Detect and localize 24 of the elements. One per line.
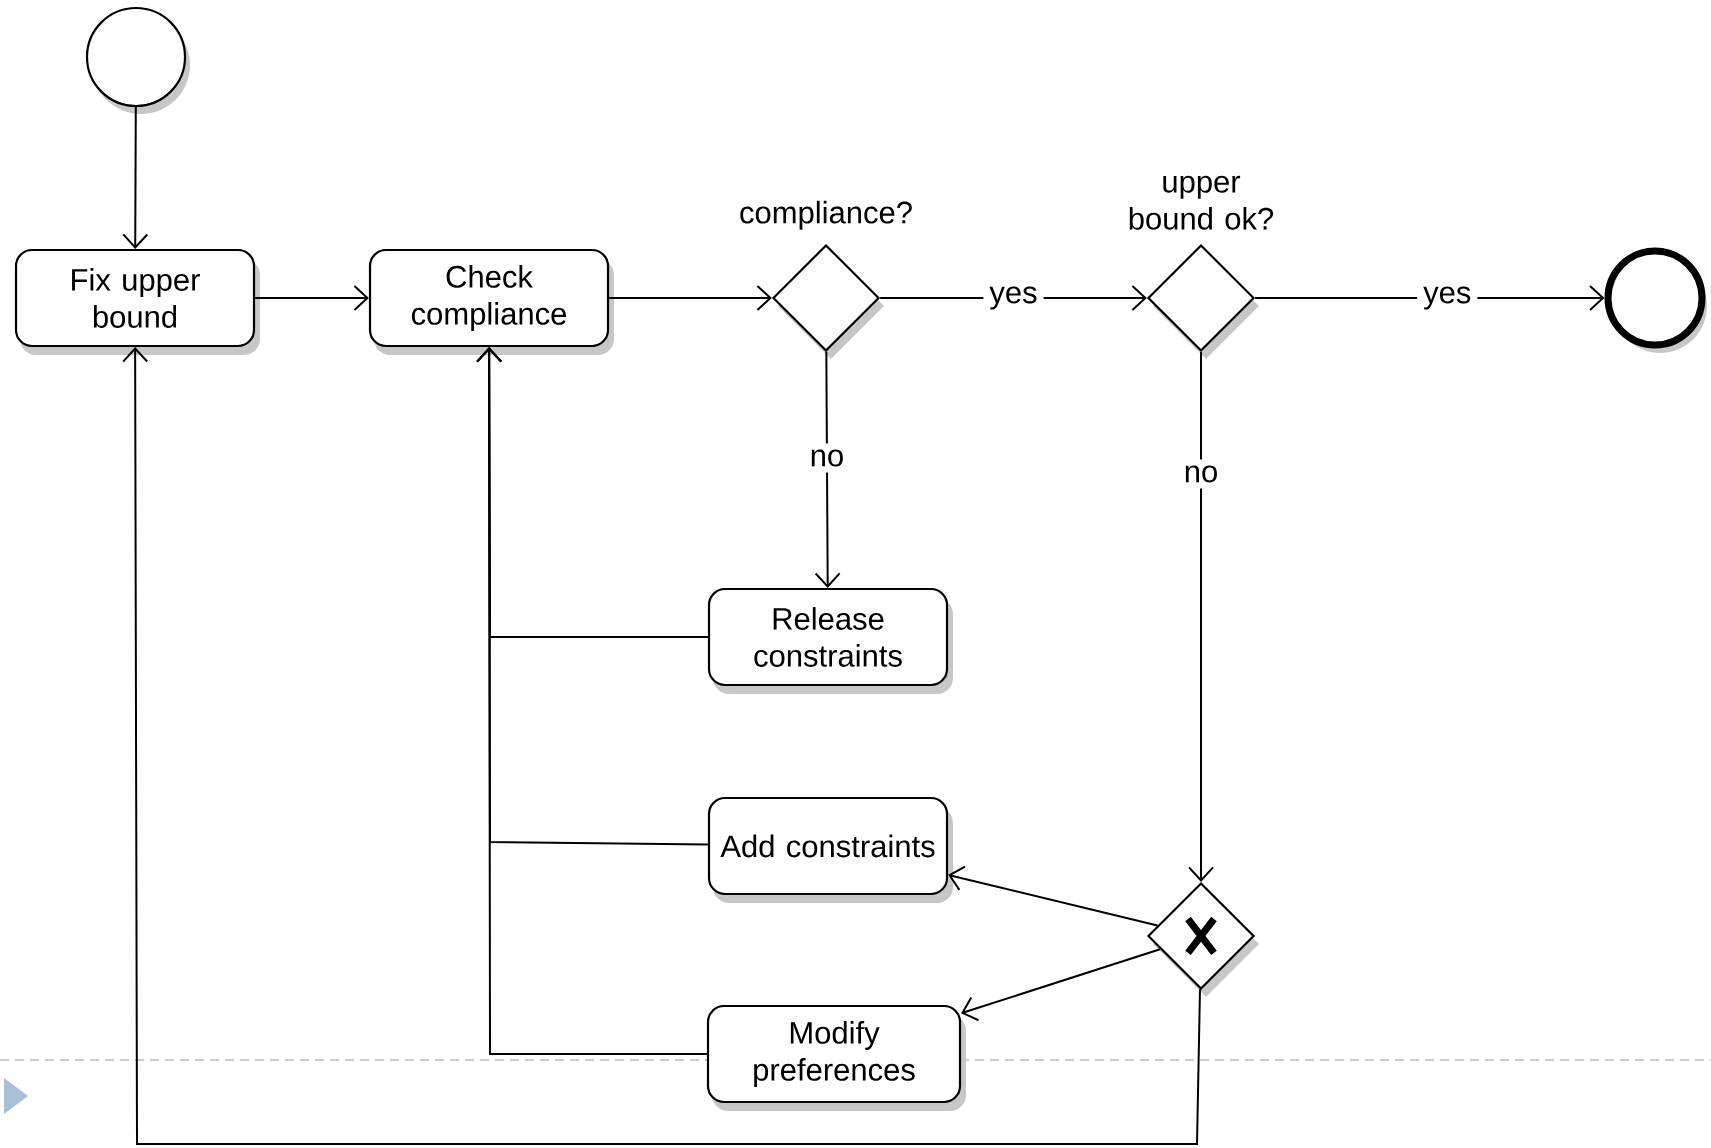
arrow [961,948,1162,1022]
arrow [122,347,1201,1145]
arrow [476,347,709,638]
edge-label: no [803,443,851,473]
arrow [608,285,772,311]
node-label: upper bound ok? [1129,175,1274,230]
arrow [122,106,149,249]
end-circle [1604,247,1707,353]
arrow [1188,351,1214,882]
edge-label: yes [983,280,1044,316]
arrow [948,865,1159,927]
arrow [476,347,708,1055]
edge-label: yes [1417,280,1478,316]
activity-box: Modify preferences [706,1004,966,1111]
activity-box: Check compliance [368,248,614,355]
arrow [254,285,369,311]
activity-box: Fix upper bound [14,248,260,355]
activity-box: Add constraints [707,796,953,903]
gateway-diamond [1146,881,1259,997]
start-circle [85,6,190,114]
arrow [814,350,841,588]
edge-label: no [1177,459,1225,489]
activity-box: Release constraints [707,587,953,694]
node-label: compliance? [740,200,912,230]
